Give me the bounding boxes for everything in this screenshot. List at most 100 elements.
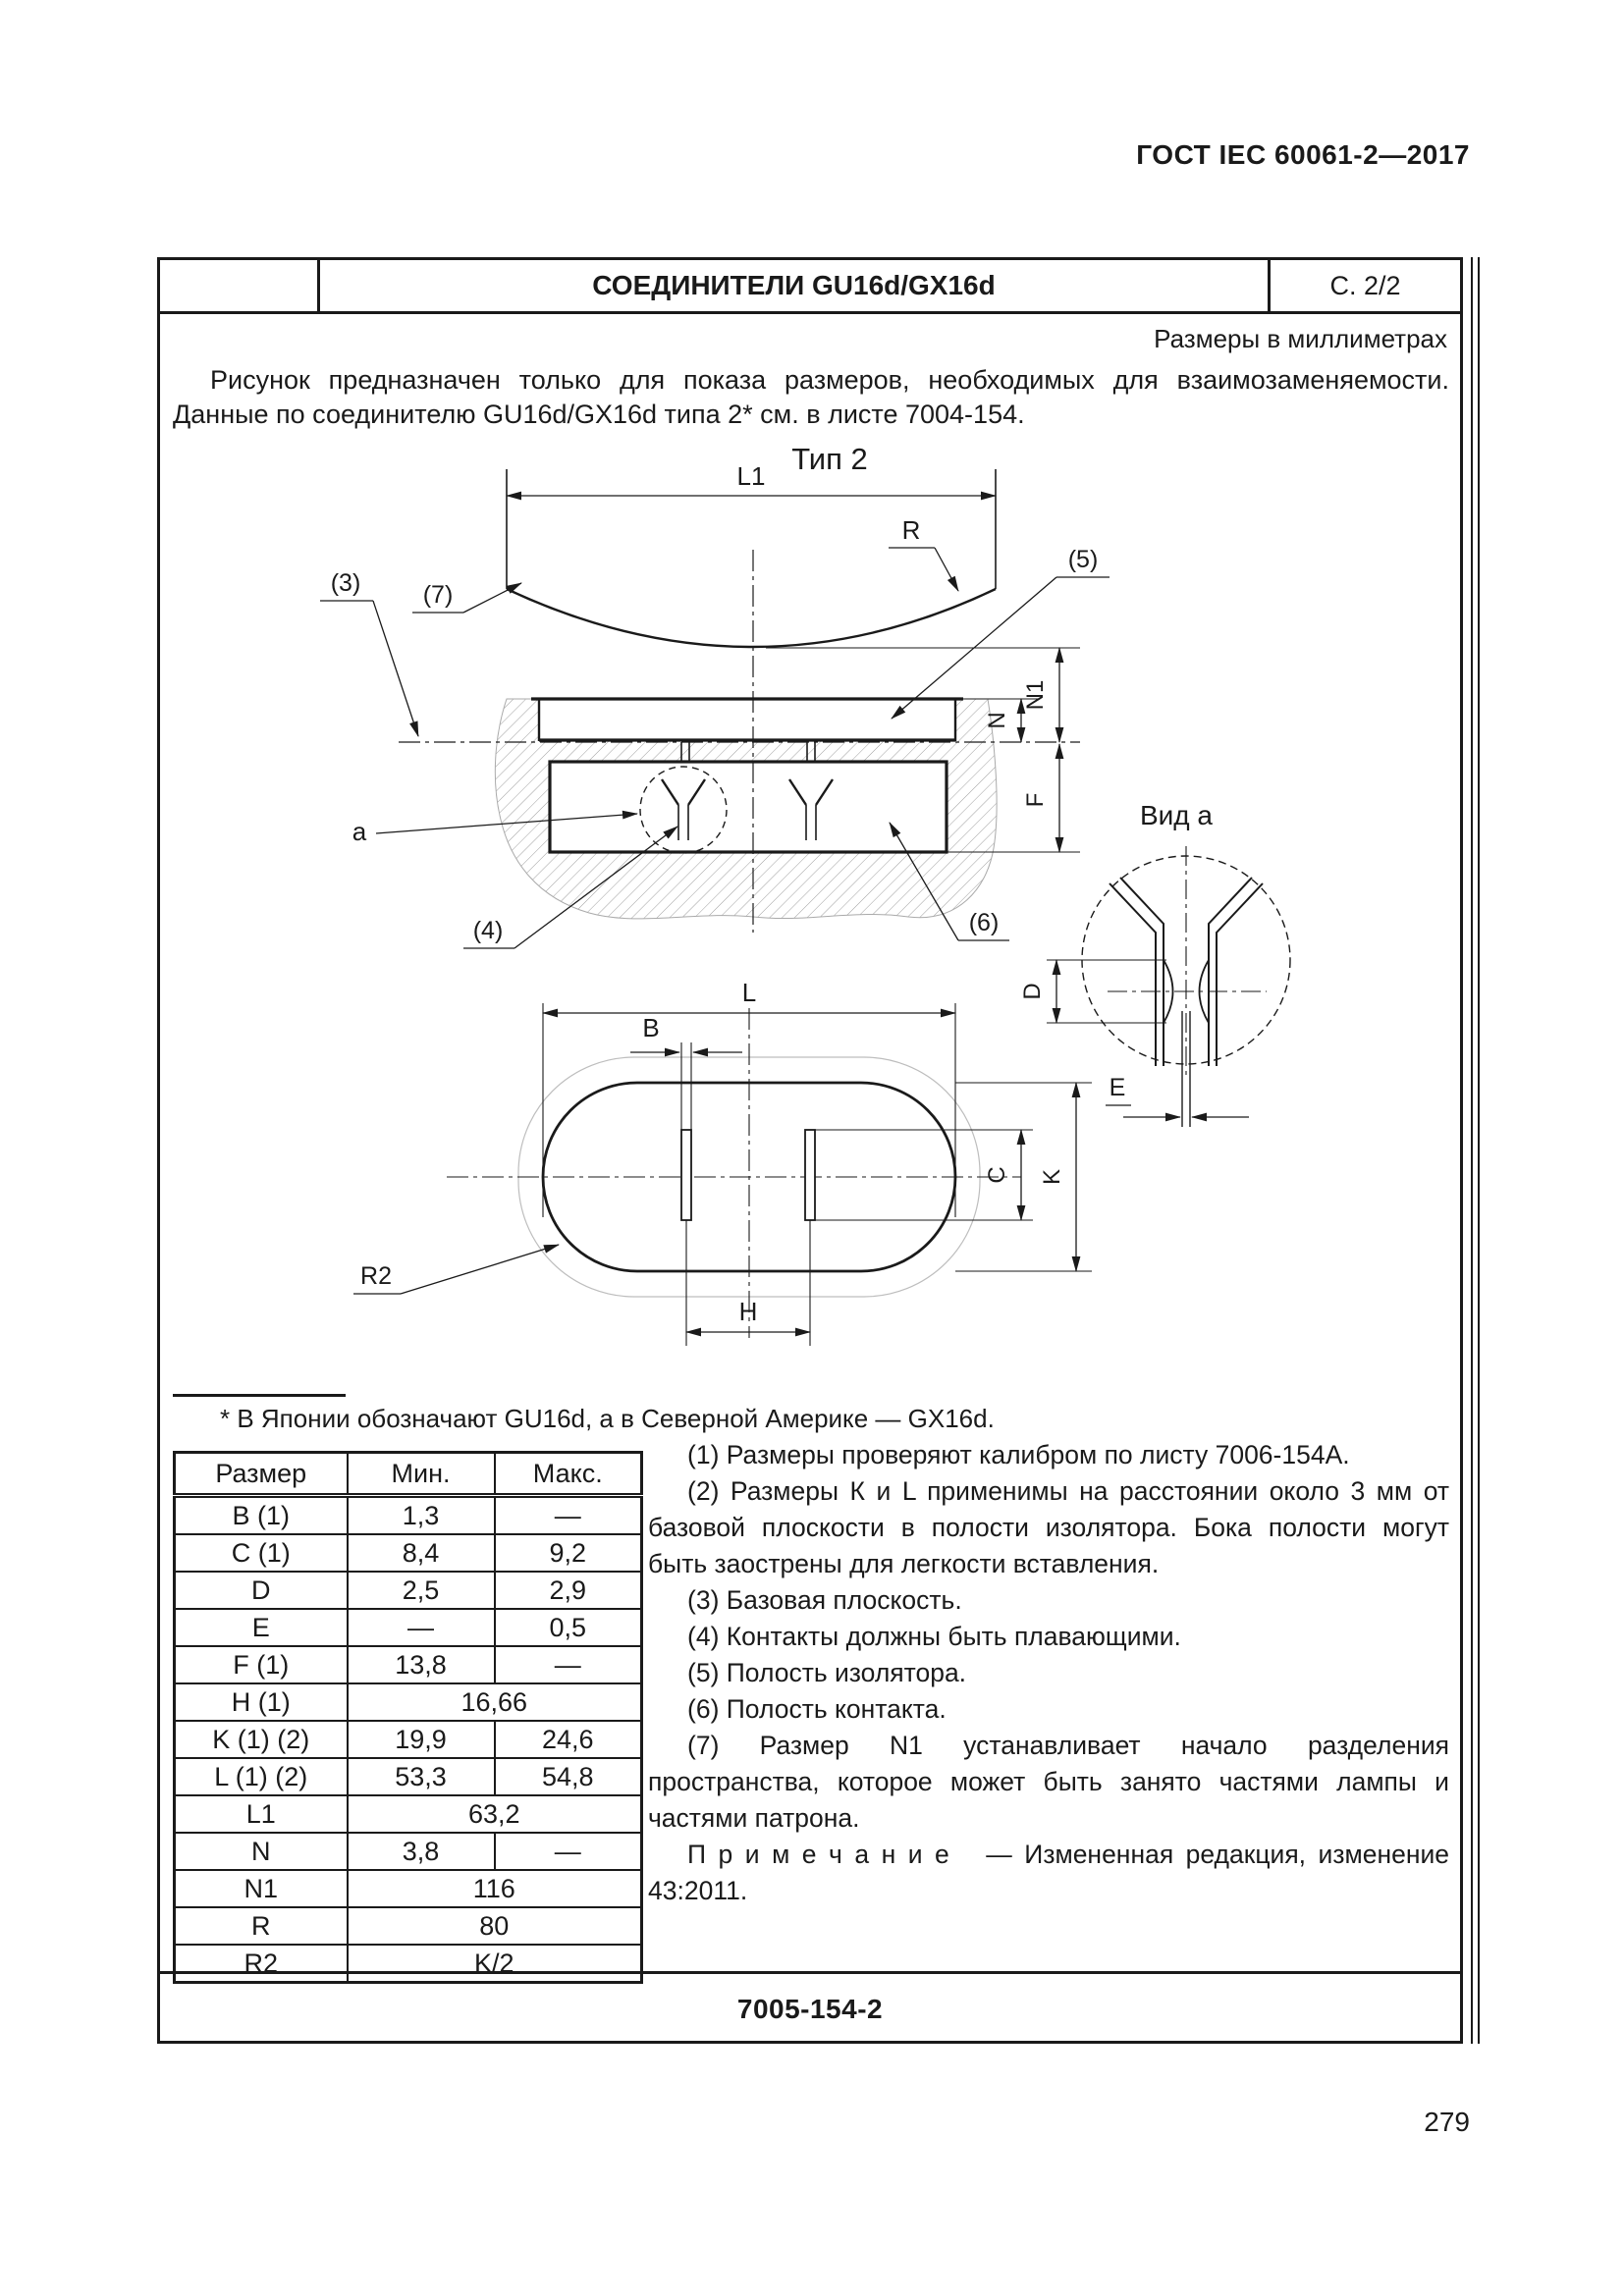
remark-label: П р и м е ч а н и е [687,1840,949,1869]
cell-max: 0,5 [493,1608,643,1647]
lamp-bulb-outline [506,469,997,649]
cell-dim: H (1) [173,1682,349,1722]
cell-dim: B (1) [173,1494,349,1535]
cell-min: 8,4 [346,1533,496,1573]
ref-label-6: (6) [969,909,1000,936]
sheet-page-marker: С. 2/2 [1268,260,1460,311]
note-6: (6) Полость контакта. [687,1694,947,1724]
sheet-header-band: СОЕДИНИТЕЛИ GU16d/GX16d С. 2/2 [157,257,1463,314]
table-row: H (1)16,66 [173,1682,643,1722]
dim-label-D: D [1019,983,1046,999]
contact-right [787,778,835,840]
col-header-dim: Размер [173,1451,349,1498]
pin-slot-right [804,1129,816,1221]
cell-max: — [493,1832,643,1871]
cell-max: 9,2 [493,1533,643,1573]
dim-label-H: H [739,1297,758,1326]
cell-dim: L (1) (2) [173,1757,349,1796]
ref-label-5: (5) [1068,546,1099,573]
document-reference: ГОСТ IEC 60061-2—2017 [1136,139,1470,170]
table-row: F (1)13,8— [173,1645,643,1684]
col-header-min: Мин. [346,1451,496,1498]
technical-drawing: Тип 2 L1 R ( [320,442,1291,1346]
cell-dim: N [173,1832,349,1871]
detail-a-circle [639,766,728,854]
cell-span: 63,2 [346,1794,643,1834]
cell-min: 19,9 [346,1720,496,1759]
cell-dim: C (1) [173,1533,349,1573]
hatch-region [494,698,998,920]
sheet-number-band: 7005-154-2 [157,1971,1463,2044]
dim-label-R: R [902,515,921,545]
dim-label-L: L [742,978,756,1007]
dim-label-N: N [984,712,1010,728]
dim-label-R2: R2 [360,1262,392,1290]
dim-label-E: E [1110,1074,1126,1101]
cell-dim: L1 [173,1794,349,1834]
dim-label-L1: L1 [737,461,766,491]
cell-dim: F (1) [173,1645,349,1684]
note-1: (1) Размеры проверяют калибром по листу … [687,1440,1350,1469]
view-label-a: а [352,817,367,846]
dim-label-B: B [642,1013,659,1042]
cell-dim: R [173,1906,349,1946]
pin-slot-left [680,1129,692,1221]
contact-blade-left [1109,877,1164,1066]
cell-dim: E [173,1608,349,1647]
sheet-frame-double-edge [1471,257,1480,2044]
dim-label-C: C [984,1166,1010,1183]
cell-max: 2,9 [493,1571,643,1610]
cell-min: 3,8 [346,1832,496,1871]
leader-4 [514,826,678,949]
leader-R [934,547,959,592]
contact-bump-right [1198,959,1210,1024]
footnote-rule [173,1394,346,1397]
cross-section-view: L1 R (5) (3) (7) [320,461,1110,949]
notes-block: (1) Размеры проверяют калибром по листу … [648,1437,1449,1909]
contact-pins [680,742,816,762]
note-2: (2) Размеры К и L применимы на расстояни… [648,1476,1449,1578]
cell-dim: K (1) (2) [173,1720,349,1759]
sheet-number: 7005-154-2 [736,1993,884,2024]
note-5: (5) Полость изолятора. [687,1658,967,1687]
intro-line-2: Данные по соединителю GU16d/GX16d типа 2… [173,400,1025,429]
cell-dim: N1 [173,1869,349,1908]
ref-label-4: (4) [473,917,504,944]
cell-max: 54,8 [493,1757,643,1796]
table-row: E—0,5 [173,1608,643,1647]
remark-text: — Измененная редакция, изменение 43:2011… [648,1840,1450,1905]
cell-span: 116 [346,1869,643,1908]
header-empty-cell [160,260,320,311]
leader-7 [462,582,522,614]
cell-max: — [493,1494,643,1535]
cell-span: 80 [346,1906,643,1946]
units-note: Размеры в миллиметрах [1154,324,1447,353]
dim-label-K: K [1039,1169,1065,1185]
type-label: Тип 2 [791,442,868,476]
table-row: B (1)1,3— [173,1494,643,1535]
cell-span: K/2 [346,1944,643,1984]
cell-max: — [493,1645,643,1684]
leader-6 [889,822,959,941]
note-3: (3) Базовая плоскость. [687,1585,962,1615]
contact-bump-left [1163,959,1174,1024]
plan-view: L B C K H R2 [353,978,1092,1346]
leader-3 [372,600,419,737]
cell-dim: D [173,1571,349,1610]
remark: П р и м е ч а н и е — Измененная редакци… [648,1837,1449,1909]
note-4: (4) Контакты должны быть плавающими. [687,1622,1181,1651]
contact-cavity-block [548,760,948,854]
col-header-max: Макс. [493,1451,643,1498]
detail-view-label: Вид а [1140,800,1213,830]
dim-label-F: F [1022,793,1049,808]
detail-view-a: Вид а D E [1019,800,1291,1127]
ref-label-7: (7) [423,581,454,609]
